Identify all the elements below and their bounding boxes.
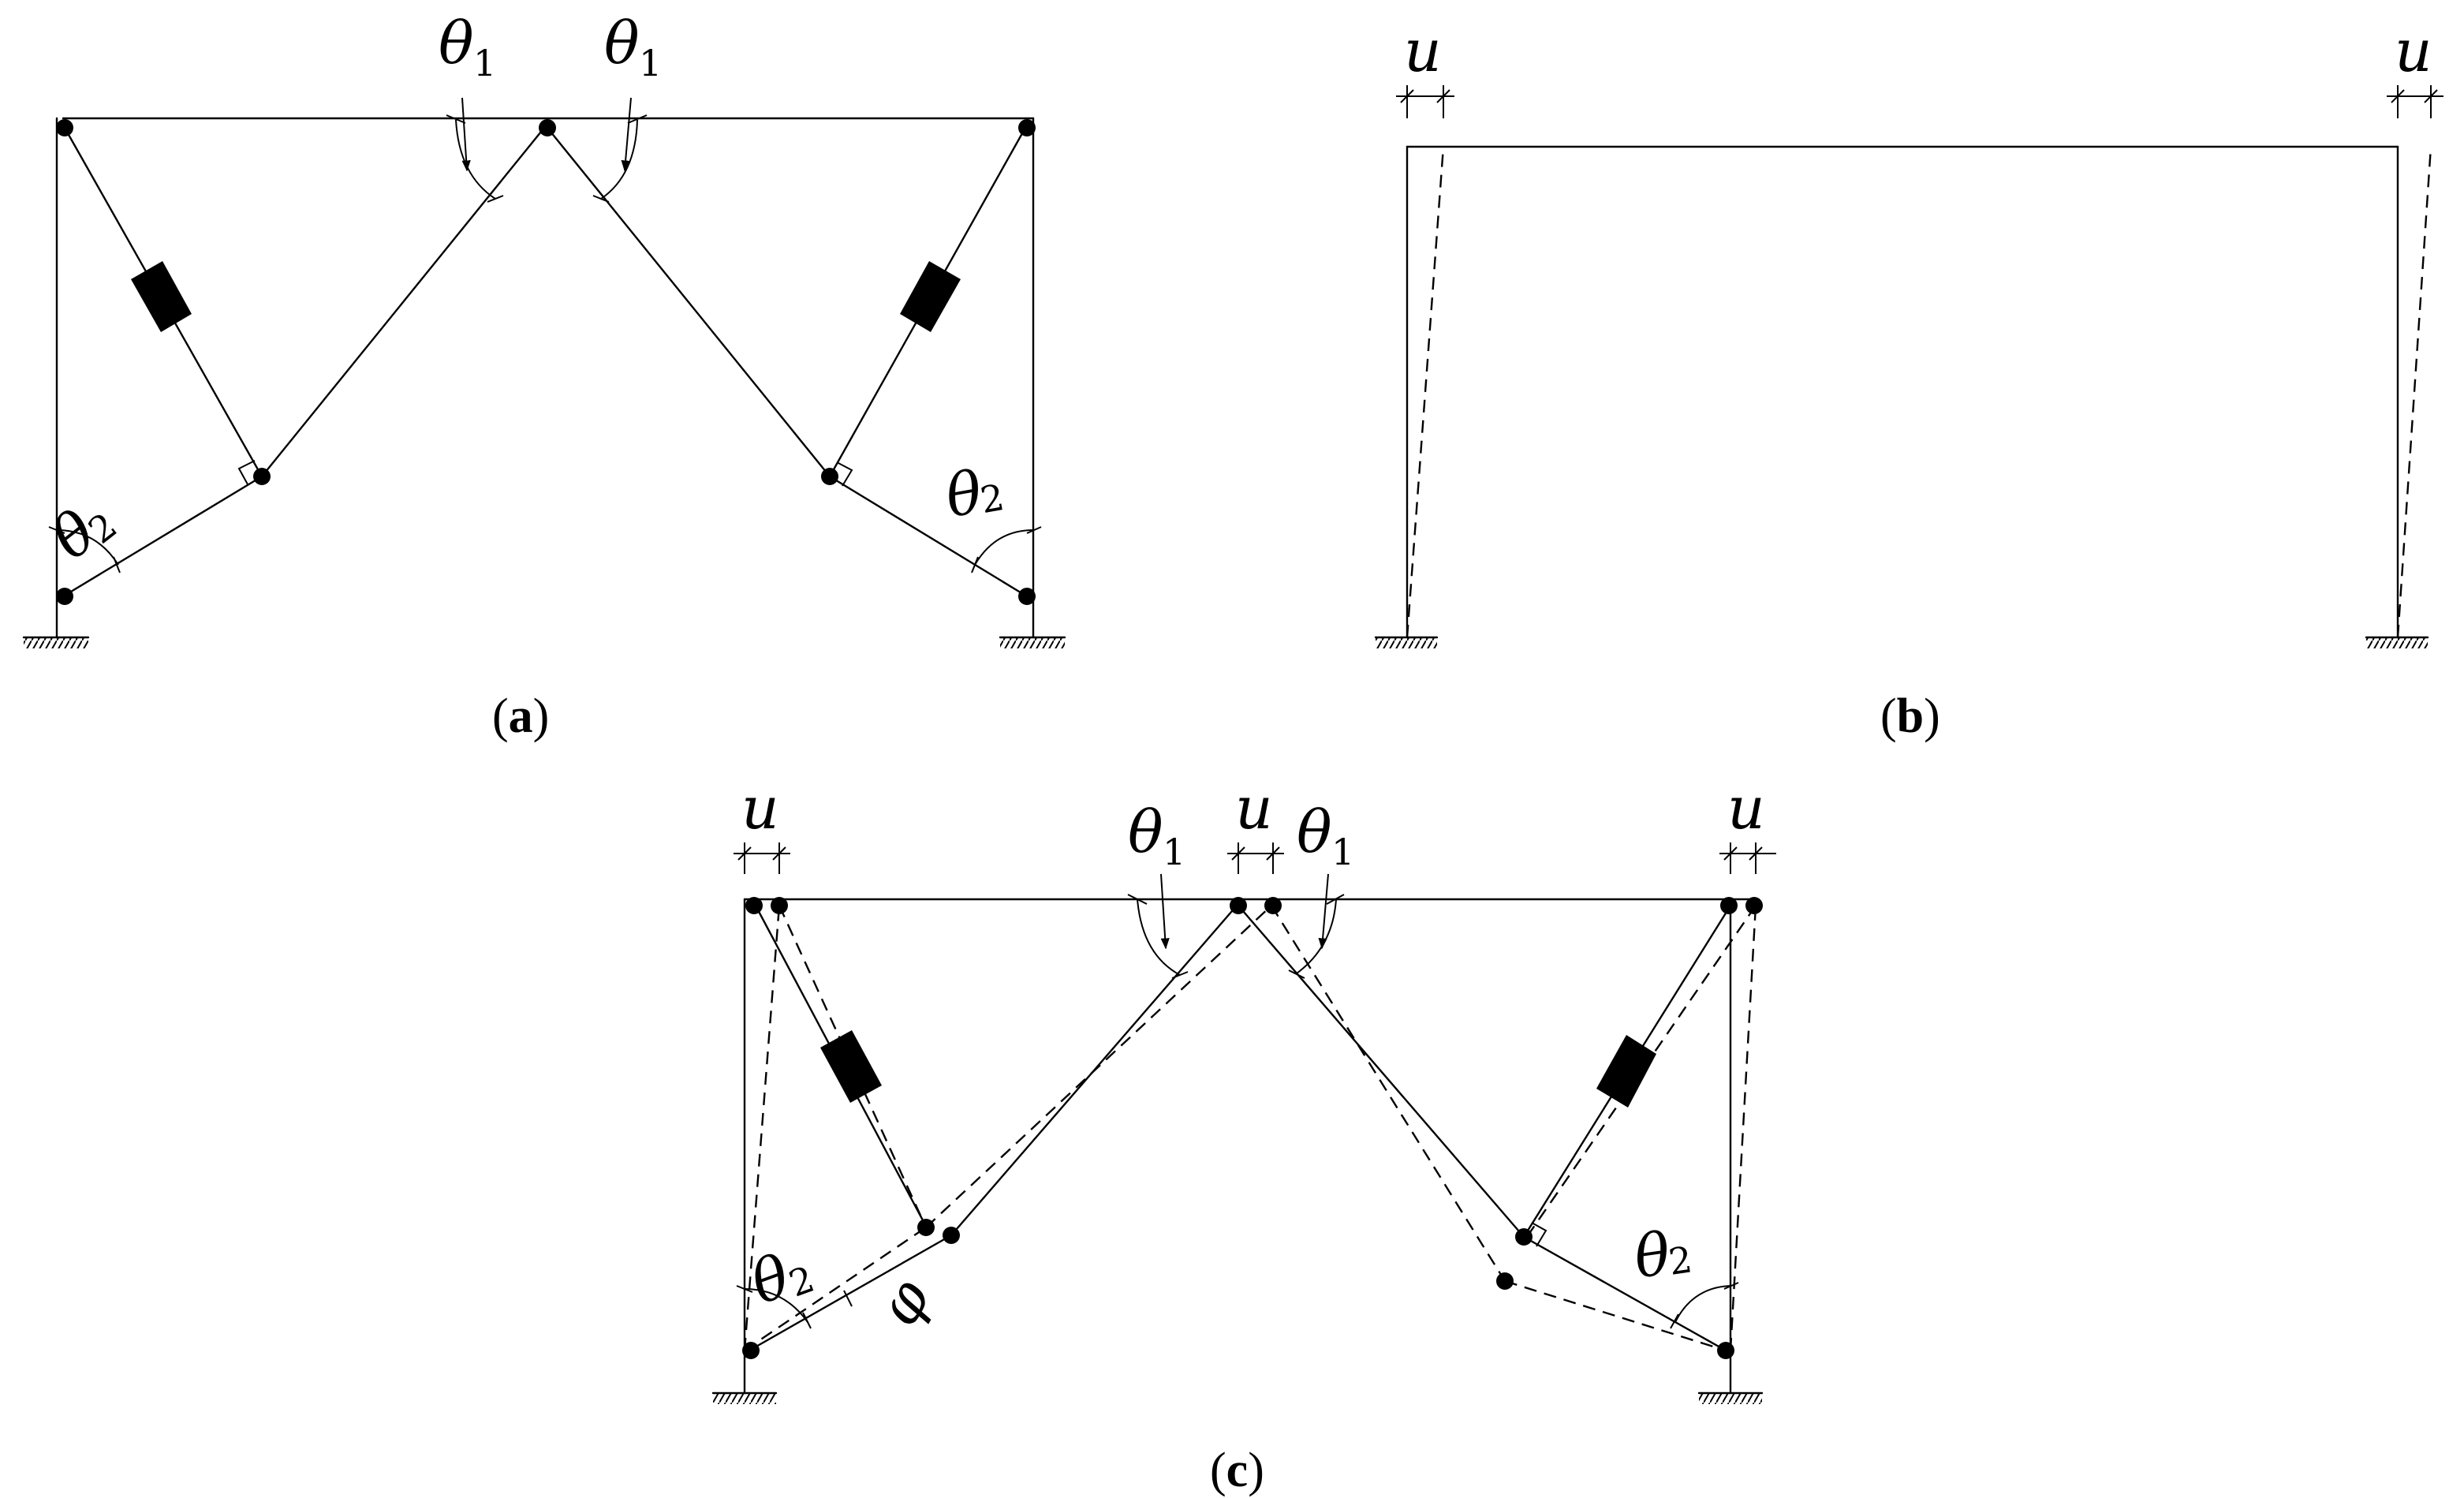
left-damper	[820, 1030, 882, 1103]
theta1-pointer-right	[1318, 873, 1329, 950]
displacement-dim-left	[734, 842, 790, 874]
theta1-pointer-left	[461, 97, 471, 172]
left-column-deformed	[743, 905, 781, 1351]
node	[253, 468, 271, 485]
theta1-pointer-right	[621, 97, 632, 172]
displacement-label: u	[1235, 775, 1273, 842]
theta2-arc-right	[1674, 1285, 1731, 1323]
node	[943, 1227, 960, 1244]
right-support	[1697, 1392, 1764, 1404]
left-brace-deformed	[778, 905, 928, 1228]
theta1-arc-right	[600, 119, 638, 200]
displacement-label: u	[1727, 775, 1765, 842]
panel-caption: (a)	[492, 689, 549, 743]
panel-c: u u u θ 1 θ 1	[711, 775, 1776, 1497]
node	[1496, 1272, 1514, 1290]
node	[917, 1219, 935, 1236]
right-brace-lower	[828, 475, 1029, 598]
left-brace-lower	[62, 475, 263, 598]
node	[1720, 897, 1738, 914]
left-toggle-link	[260, 126, 546, 478]
left-right-angle-mark	[237, 460, 256, 485]
theta1-pointer-left	[1160, 873, 1170, 950]
right-link-deformed	[1270, 905, 1506, 1282]
right-brace-lower	[1522, 1235, 1727, 1352]
node	[1264, 897, 1282, 914]
left-lower-deformed	[744, 1227, 927, 1351]
theta1-label: θ	[1128, 798, 1163, 866]
node	[1745, 897, 1763, 914]
right-support	[2365, 636, 2429, 648]
node	[56, 588, 73, 605]
theta1-subscript: 1	[1331, 831, 1354, 873]
left-support	[1374, 636, 1439, 648]
panel-a: θ 1 θ 1 θ 2 θ 2 (a)	[22, 9, 1066, 743]
displacement-dim-right	[2387, 85, 2443, 118]
theta2-arc-right	[974, 529, 1034, 566]
theta1-label: θ	[604, 9, 640, 77]
theta2-subscript: 2	[1666, 1238, 1695, 1283]
node	[1515, 1228, 1533, 1246]
node	[745, 897, 763, 914]
node	[1230, 897, 1247, 914]
right-right-angle-mark	[836, 461, 853, 487]
node	[1018, 119, 1036, 136]
node	[1018, 588, 1036, 605]
displacement-dim-middle	[1227, 842, 1284, 874]
right-toggle-link	[546, 126, 831, 478]
panel-caption: (b)	[1880, 689, 1940, 743]
displacement-dim-right	[1719, 842, 1776, 874]
right-support	[999, 636, 1066, 648]
theta1-label: θ	[1297, 798, 1332, 866]
panel-b: u u (b)	[1374, 17, 2443, 743]
node	[742, 1342, 760, 1359]
right-damper	[900, 261, 961, 332]
theta1-subscript: 1	[1163, 831, 1185, 873]
node	[539, 119, 556, 136]
theta1-arc-right	[1296, 898, 1337, 974]
node	[821, 468, 838, 485]
left-brace-lower	[748, 1234, 953, 1352]
right-angle-mark	[1531, 1222, 1547, 1247]
panel-caption: (c)	[1210, 1444, 1264, 1497]
theta1-arc-left	[1137, 898, 1181, 976]
theta1-label: θ	[439, 9, 474, 77]
theta1-arc-left	[455, 119, 496, 200]
node	[1717, 1342, 1734, 1359]
node	[771, 897, 788, 914]
displacement-label: u	[741, 775, 779, 842]
left-column-deformed	[1406, 146, 1445, 638]
displacement-label: u	[1404, 17, 1442, 85]
right-brace-deformed	[1529, 905, 1757, 1233]
left-link-deformed	[925, 905, 1272, 1228]
right-column-deformed	[1729, 905, 1757, 1351]
phi-arc-mark	[843, 1290, 853, 1307]
node	[56, 119, 73, 136]
left-support	[711, 1392, 778, 1404]
right-column-deformed	[2396, 146, 2432, 638]
theta2-arc-left	[744, 1288, 808, 1323]
theta1-subscript: 1	[639, 42, 662, 84]
right-toggle-link	[1237, 904, 1525, 1238]
displacement-label: u	[2395, 17, 2432, 85]
left-support	[22, 636, 90, 648]
displacement-dim-left	[1396, 85, 1454, 118]
right-damper	[1596, 1035, 1656, 1108]
right-lower-deformed	[1504, 1279, 1727, 1352]
left-damper	[131, 261, 192, 332]
theta1-subscript: 1	[473, 42, 496, 84]
